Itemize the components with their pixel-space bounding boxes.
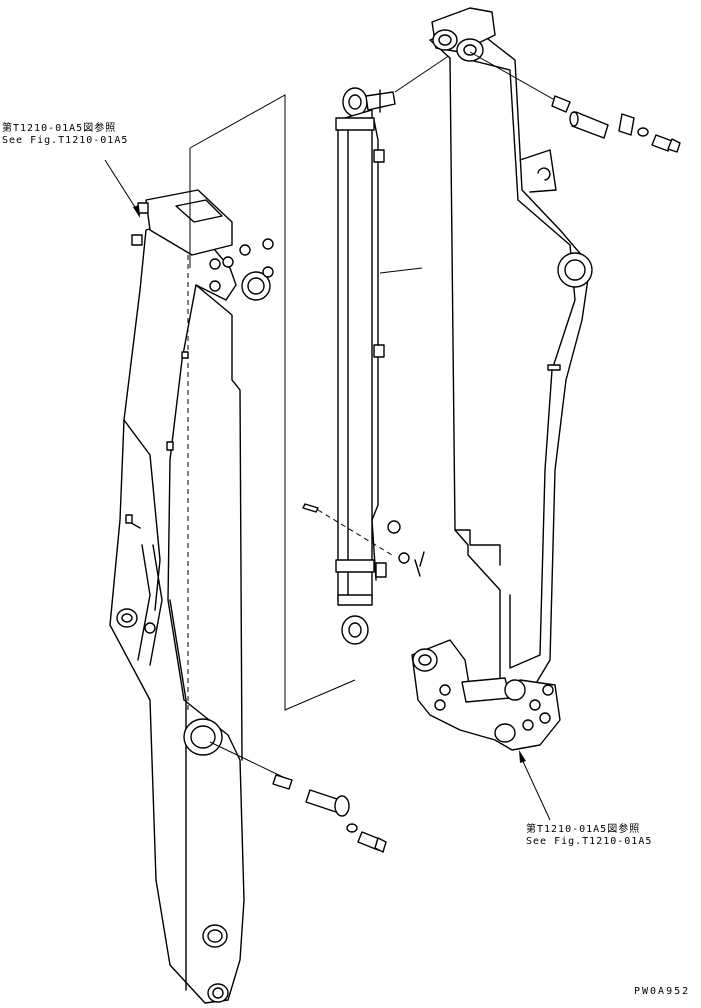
top-pin-assembly bbox=[469, 51, 681, 153]
hydraulic-cylinder bbox=[189, 54, 451, 711]
reference-note-japanese: 第T1210-01A5図参照 bbox=[2, 123, 117, 134]
reference-note-top-left: 第T1210-01A5図参照 See Fig.T1210-01A5 bbox=[2, 123, 128, 147]
reference-note-english: See Fig.T1210-01A5 bbox=[526, 836, 653, 847]
right-boom bbox=[411, 7, 593, 751]
left-arm bbox=[109, 189, 274, 1004]
reference-note-english: See Fig.T1210-01A5 bbox=[2, 135, 129, 146]
callout-arrows bbox=[104, 159, 551, 821]
lower-pin-assembly bbox=[209, 741, 387, 853]
drawing-code: PW0A952 bbox=[634, 986, 691, 997]
reference-note-japanese: 第T1210-01A5図参照 bbox=[526, 824, 641, 835]
reference-note-bottom-right: 第T1210-01A5図参照 See Fig.T1210-01A5 bbox=[526, 824, 652, 848]
